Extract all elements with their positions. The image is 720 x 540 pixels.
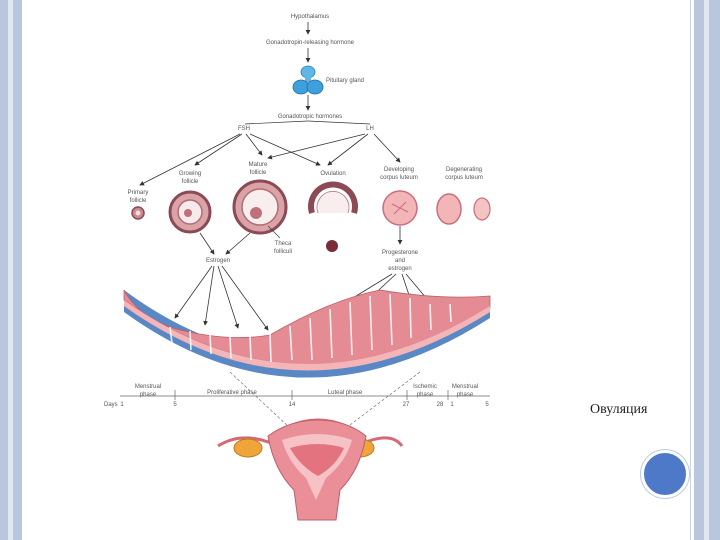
growing-follicle-label-2: follicle [182,179,199,185]
developing-corpus-label-2: corpus luteum [380,175,418,181]
progesterone-label-3: estrogen [388,266,411,272]
ovulation-follicle-icon [311,184,355,252]
day-5: 5 [173,402,177,408]
pituitary-label: Pituitary gland [326,78,364,84]
phase-ischemic-1: Ischemic [413,384,437,390]
developing-corpus-label-1: Developing [384,167,414,173]
primary-follicle-label-1: Primary [128,190,149,196]
fsh-label: FSH [238,126,250,132]
primary-follicle-label-2: follicle [130,198,147,204]
gonadotropic-label: Gonadotropic hormones [278,114,342,120]
growing-follicle-icon [170,192,210,232]
progesterone-label-1: Progesterone [382,250,419,256]
mature-follicle-label-2: follicle [250,170,267,176]
pituitary-gland-icon [293,66,323,94]
ovulation-label: Ovulation [320,171,345,177]
hypothalamus-label: Hypothalamus [291,14,329,20]
phase-menstrual-1: Menstrual [135,384,161,390]
day-1: 1 [120,402,124,408]
primary-follicle-icon [132,207,144,219]
mature-follicle-label-1: Mature [249,162,268,168]
day-5b: 5 [485,402,489,408]
growing-follicle-label-1: Growing [179,171,201,177]
day-14: 14 [289,402,296,408]
gnrh-label: Gonadotropin-releasing hormone [266,40,355,46]
phase-menstrual2-1: Menstrual [452,384,478,390]
progesterone-label-2: and [395,258,405,264]
uterus-illustration [218,420,402,520]
day-28: 28 [437,402,444,408]
phase-menstrual2-2: phase [457,392,474,398]
phase-ischemic-2: phase [417,392,434,398]
endometrium-band [124,290,490,378]
slide-caption: Овуляция [590,402,647,418]
lh-label: LH [366,126,374,132]
day-27: 27 [403,402,410,408]
degenerating-corpus-label-1: Degenerating [446,167,482,173]
developing-corpus-luteum-icon [383,191,417,225]
decorative-circle [641,450,689,498]
estrogen-label: Estrogen [206,258,230,264]
phase-menstrual-2: phase [140,392,157,398]
days-label: Days [104,402,118,408]
phase-luteal: Luteal phase [328,390,363,396]
degenerating-corpus-luteum-icon [437,194,490,224]
theca-label-2: folliculi [274,249,292,255]
theca-label-1: Theca [275,241,292,247]
mature-follicle-icon [234,181,286,233]
degenerating-corpus-label-2: corpus luteum [445,175,483,181]
day-1b: 1 [450,402,454,408]
